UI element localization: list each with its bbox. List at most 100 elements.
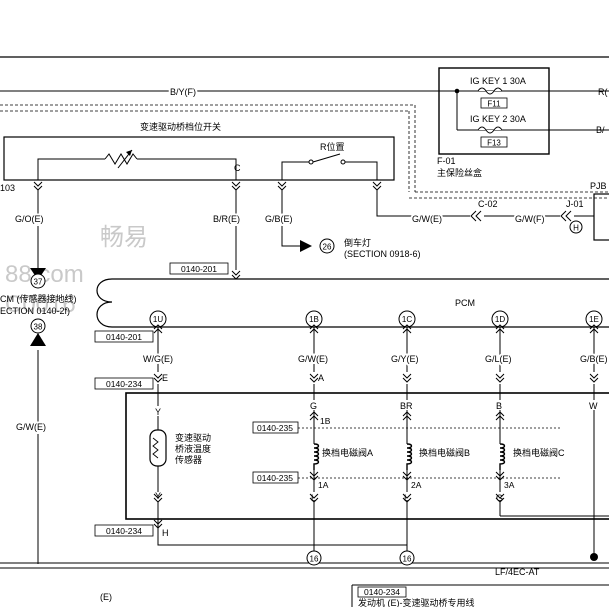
footer-left: (E) <box>100 592 112 602</box>
ground-16-b: 16 <box>403 555 412 564</box>
sensor-line3: 传感器 <box>175 454 202 465</box>
dashed-boundary <box>0 104 609 199</box>
ref235-top: 0140-235 <box>257 423 293 433</box>
up-arrow-icon <box>30 333 46 346</box>
conn-e-pin-a: A <box>318 373 324 383</box>
pcm-ground-line1: CM (传感器接地线) <box>0 293 77 304</box>
pcm-wire-5: G/B(E) <box>580 354 608 364</box>
pcm-block: PCM <box>96 278 609 328</box>
conn-h-ref-box <box>94 524 154 537</box>
switch-wires <box>37 190 594 564</box>
sensor-line1: 变速驱动 <box>175 432 211 443</box>
solenoid-b-icon <box>406 443 413 470</box>
connector-c02-label: C-02 <box>478 199 498 209</box>
solenoid-b-label: 换档电磁阀B <box>419 447 470 458</box>
fuse-box-code: F-01 <box>437 156 456 166</box>
switch-c-wire-label: B/R(E) <box>213 214 240 224</box>
pcm-pin-1d: 1D <box>495 315 505 324</box>
left-return-label: G/W(E) <box>16 422 46 432</box>
inner-color-y: Y <box>155 407 161 417</box>
inner-pin-2a: 2A <box>411 480 422 490</box>
solenoid-a-icon <box>313 443 320 470</box>
pjb-box: PJB <box>590 181 609 241</box>
switch-r-label: R位置 <box>320 141 345 152</box>
reverse-lamp-arrow-icon <box>300 240 312 252</box>
reverse-lamp-name: 倒车灯 <box>344 237 371 248</box>
gw-wire2-label: G/W(F) <box>515 214 545 224</box>
pcm-ground-line2: ECTION 0140-2f) <box>0 306 70 316</box>
fuse-box: IG KEY 1 30A IG KEY 2 30A F11 F13 F-01 主… <box>437 67 609 178</box>
pcm-label: PCM <box>455 298 475 308</box>
fuse-f11-tag: F11 <box>487 100 501 109</box>
switch-ref-text: 0140-201 <box>181 264 217 274</box>
junction-dot <box>590 553 598 561</box>
lower-color-l1: L <box>311 493 316 503</box>
inner-color-g: G <box>310 401 317 411</box>
connector-j01: J-01 H <box>560 199 584 234</box>
frame <box>0 56 609 607</box>
bottom-right-code: LF/4EC-AT <box>495 567 540 577</box>
inner-color-w: W <box>589 401 598 411</box>
footer-legend: 发动机 (E)-变速驱动桥专用线 <box>358 597 475 607</box>
ground-circle-37: 37 <box>34 278 43 287</box>
pcm-pin-1u: 1U <box>153 315 163 324</box>
pcm-wire-2: G/W(E) <box>298 354 328 364</box>
left-wire-label: G/O(E) <box>15 214 44 224</box>
pcm-ref-box <box>94 330 154 343</box>
lower-color-l2: L <box>404 493 409 503</box>
solenoid-c-icon <box>499 443 506 470</box>
fuse-f13-icon <box>477 126 503 134</box>
connector-c02: C-02 <box>470 199 498 222</box>
conn-h-pin: H <box>162 528 169 538</box>
ref235-bottom: 0140-235 <box>257 473 293 483</box>
connector-h-label: H <box>573 224 579 233</box>
solenoid-a-label: 换档电磁阀A <box>322 447 373 458</box>
reverse-lamp-section: (SECTION 0918-6) <box>344 249 421 259</box>
r-position-switch-icon <box>312 153 341 163</box>
inner-pin-1b: 1B <box>320 416 331 426</box>
fuse-key1-label: IG KEY 1 30A <box>470 76 526 86</box>
switch-title: 变速驱动桥档位开关 <box>140 121 221 132</box>
pcm-ref-text: 0140-201 <box>106 332 142 342</box>
fuse-f11-icon <box>477 87 503 95</box>
lower-color-g: G <box>496 493 503 503</box>
watermark-text-3: C0016 <box>5 291 76 318</box>
conn-e-terminals <box>153 373 599 383</box>
watermark-text-1: 畅易 <box>100 224 148 251</box>
fuse-key2-label: IG KEY 2 30A <box>470 114 526 124</box>
fuse-out2-label: B/ <box>596 125 605 135</box>
top-power-label: B/Y(F) <box>170 87 196 97</box>
pjb-label: PJB <box>590 181 607 191</box>
transaxle-block: Y G BR B W 变速驱动 桥液温度 传感器 Y 0140-235 0140… <box>125 384 609 558</box>
fuse-box-name: 主保险丝盒 <box>437 167 482 178</box>
inner-color-br: BR <box>400 401 413 411</box>
conn-e-ref-box <box>94 377 154 390</box>
fuse-f13-tag: F13 <box>487 139 501 148</box>
connector-j01-label: J-01 <box>566 199 584 209</box>
pcm-pins: 1U 1B 1C 1D 1E W/G(E) G/W(E) G/Y(E) G/L(… <box>141 310 609 372</box>
switch-pin-c: C <box>234 163 241 173</box>
temp-sensor-icon <box>149 429 167 467</box>
pcm-wire-4: G/L(E) <box>485 354 512 364</box>
conn-e-pin-e: E <box>162 373 168 383</box>
sensor-line2: 桥液温度 <box>175 443 211 454</box>
pcm-pin-1b: 1B <box>309 315 319 324</box>
pcm-pin-1e: 1E <box>589 315 599 324</box>
inner-color-y2: Y <box>155 491 161 501</box>
switch-ref-box <box>169 262 229 275</box>
inner-pin-1a: 1A <box>318 480 329 490</box>
conn-h-ref: 0140-234 <box>106 526 142 536</box>
conn-e-ref: 0140-234 <box>106 379 142 389</box>
variable-resistor-icon <box>104 153 138 165</box>
pcm-ground: 37 CM (传感器接地线) ECTION 0140-2f) 38 G/W(E) <box>0 268 77 434</box>
pcm-pin-1c: 1C <box>402 315 412 324</box>
ground-circle-38: 38 <box>34 323 43 332</box>
footer-ref: 0140-234 <box>364 587 400 597</box>
solenoid-c-label: 换档电磁阀C <box>513 447 565 458</box>
pcm-wire-1: W/G(E) <box>143 354 173 364</box>
top-power-dest: R( <box>598 87 608 97</box>
range-switch: 变速驱动桥档位开关 C R位置 103 <box>0 121 395 193</box>
reverse-wire-label: G/B(E) <box>265 214 293 224</box>
gw-wire-label: G/W(E) <box>412 214 442 224</box>
